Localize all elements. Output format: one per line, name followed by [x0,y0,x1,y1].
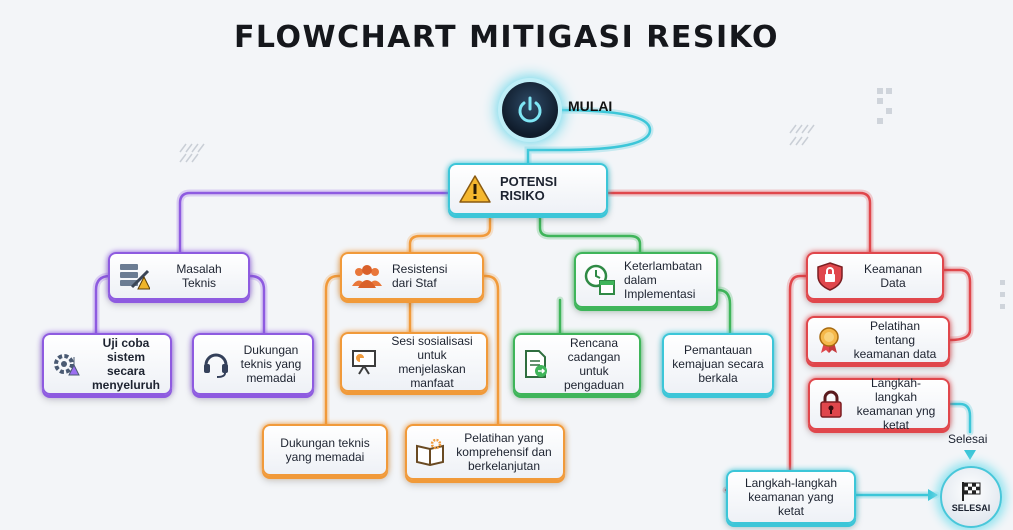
connector-line [948,402,972,434]
connector-line [526,108,652,165]
padlock-icon [818,389,844,419]
selesai-label: Selesai [948,432,988,446]
start-node [502,82,558,138]
connector-line [938,268,972,342]
arrowhead [964,450,976,460]
headset-icon [202,349,230,379]
connector-line [472,274,500,426]
document-arrow-icon [523,349,549,379]
warning-icon [458,174,492,204]
connector-line [324,274,352,426]
arrowhead [928,489,938,501]
connector-line [606,191,872,254]
presentation-board-icon [350,348,378,376]
checkered-flag-icon [962,482,981,501]
award-badge-icon [816,326,842,354]
diagram-title: FLOWCHART MITIGASI RESIKO [233,20,780,55]
start-label: MULAI [568,98,613,114]
server-tools-icon [118,261,150,291]
connector-line [538,213,642,254]
connector-line [704,288,732,335]
power-icon [518,96,542,123]
clock-calendar-icon [584,264,616,296]
gear-flask-icon [52,349,82,379]
connector-glow [536,211,644,256]
people-icon [350,262,384,290]
end-node: SELESAI [940,466,1002,528]
connector-line [408,213,492,254]
shield-lock-icon [816,261,844,291]
connector-line [236,274,266,335]
connector-glow [604,189,874,256]
book-gear-icon [415,438,445,466]
connector-line [178,191,450,254]
connector-glow [406,211,494,256]
end-label: SELESAI [951,503,991,513]
